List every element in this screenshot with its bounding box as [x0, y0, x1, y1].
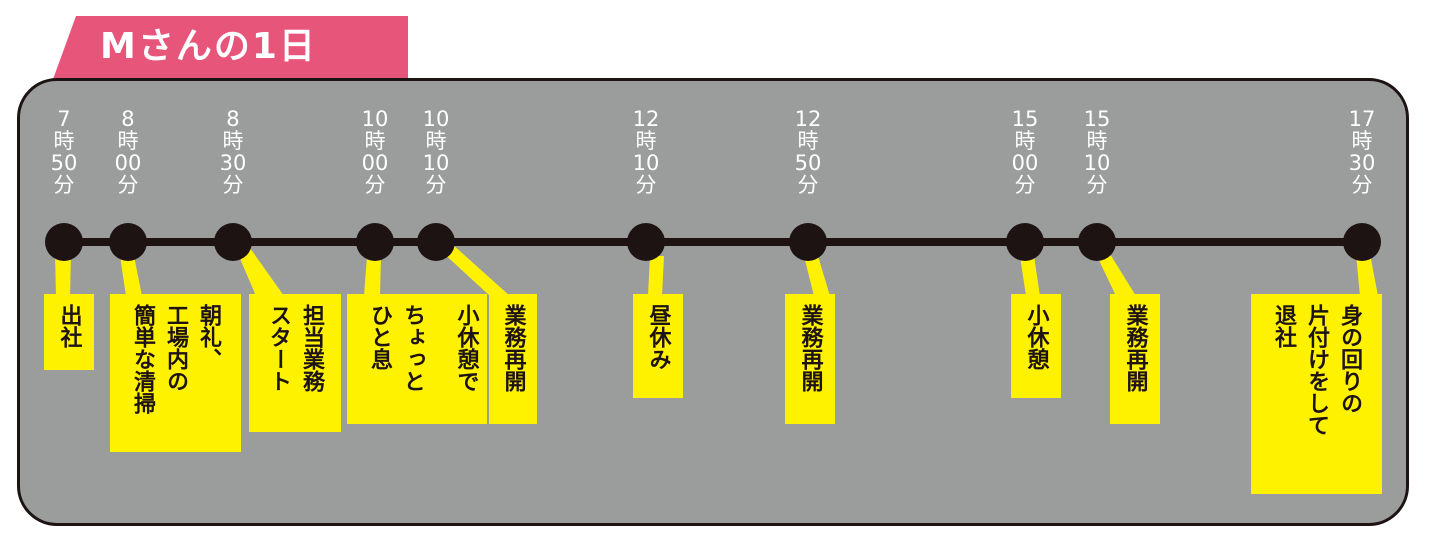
event-label-short-break-with: 小休憩で: [445, 294, 487, 424]
timeline-dot: [356, 223, 394, 261]
timeline-dot: [627, 223, 665, 261]
pointer-short-break: [1020, 256, 1040, 296]
timeline-dot: [1343, 223, 1381, 261]
event-label-short-rest: ちょっと ひと息: [347, 294, 445, 424]
timeline-dot: [45, 223, 83, 261]
pointer-arrive: [55, 254, 71, 296]
page-title: Mさんの1日: [100, 26, 317, 67]
event-label-lunch: 昼休み: [633, 294, 683, 398]
event-label-leave: 身の回りの 片付けをして 退社: [1251, 294, 1382, 494]
pointer-resume-1010: [440, 244, 510, 296]
event-label-resume-1510: 業務再開: [1110, 294, 1160, 424]
timeline-dot: [789, 223, 827, 261]
timeline-dot: [1078, 223, 1116, 261]
timeline-dot: [214, 223, 252, 261]
pointer-resume-1250: [804, 256, 830, 296]
pointer-leave: [1356, 254, 1378, 296]
event-label-arrive: 出社: [44, 294, 94, 370]
pointer-resume-1510: [1096, 254, 1136, 296]
pointer-morning-assembly: [120, 256, 142, 296]
timeline-line: [64, 238, 1364, 246]
event-label-short-break: 小休憩: [1011, 294, 1061, 398]
event-label-start-work: 担当業務 スタート: [249, 294, 341, 432]
event-label-resume-1010: 業務再開: [489, 294, 537, 424]
title-tab: [52, 16, 408, 82]
pointer-lunch: [648, 256, 664, 296]
pointer-break-1000: [364, 256, 381, 296]
event-label-resume-1250: 業務再開: [785, 294, 835, 424]
event-label-morning-assembly: 朝礼、 工場内の 簡単な清掃: [110, 294, 241, 452]
timeline-dot: [109, 223, 147, 261]
timeline-dot: [1006, 223, 1044, 261]
timeline-dot: [417, 223, 455, 261]
pointer-start-work: [238, 248, 284, 296]
